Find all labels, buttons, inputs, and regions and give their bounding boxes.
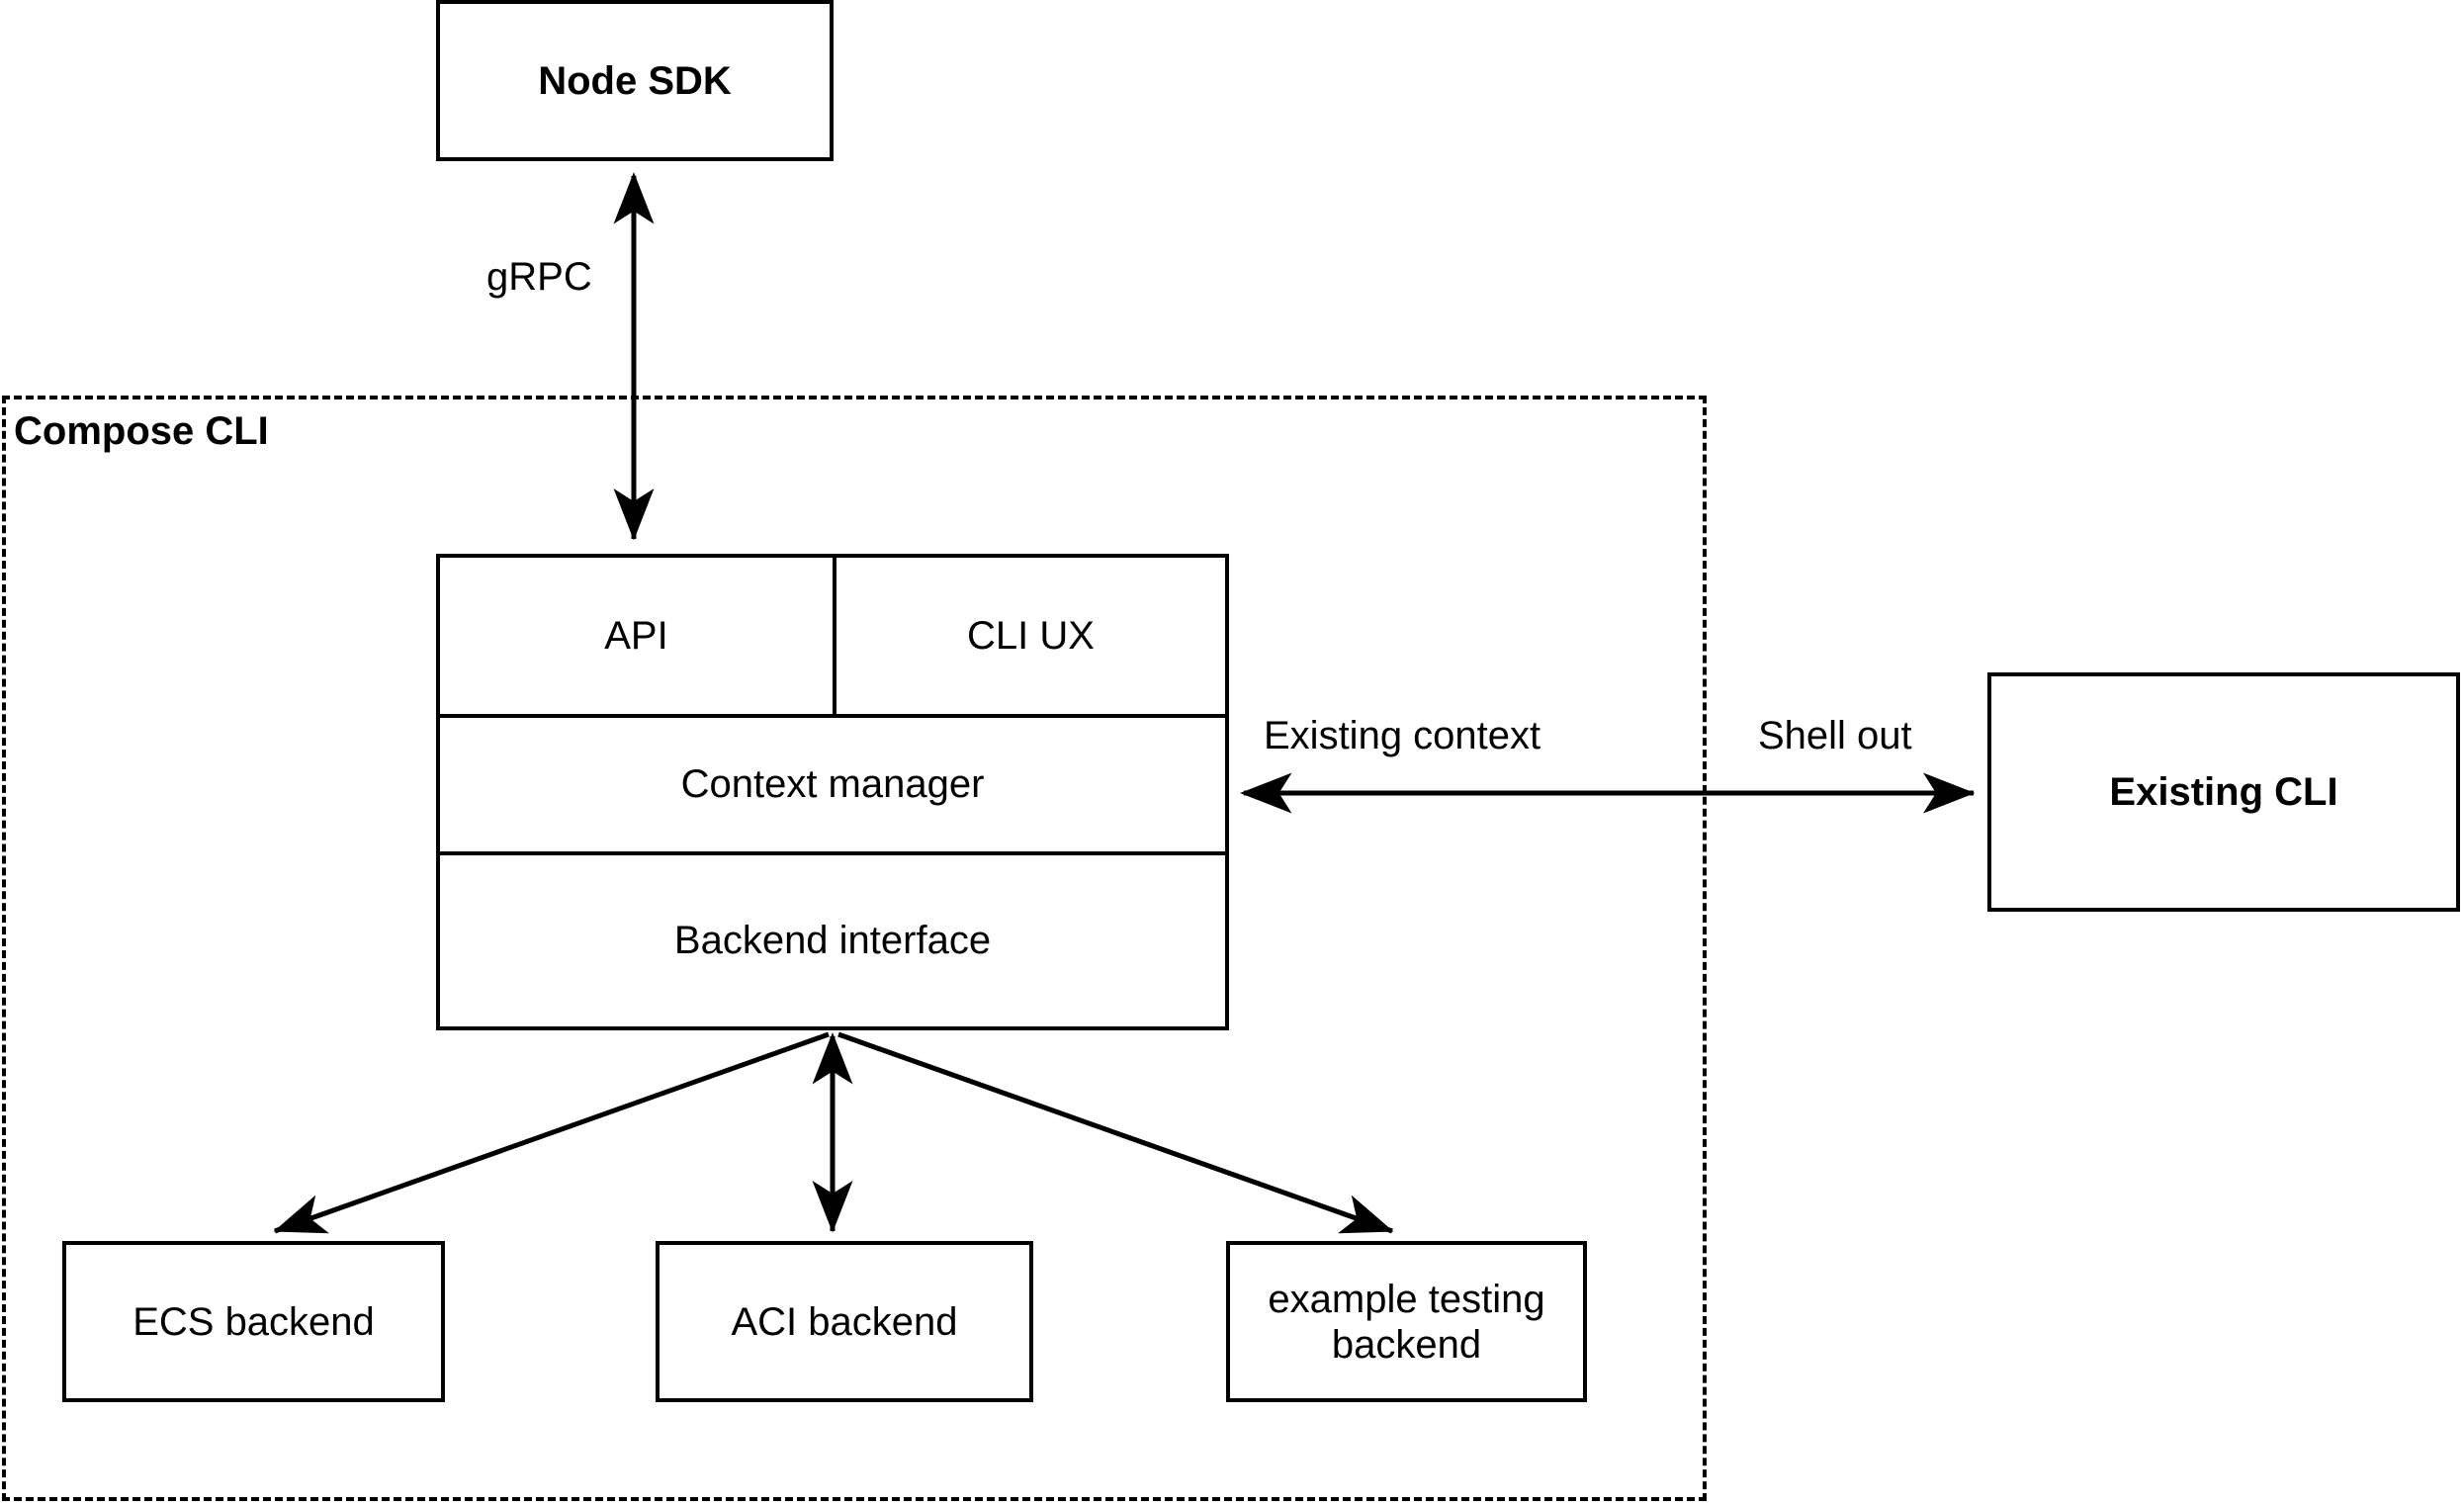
stack-cell-cli-ux-label: CLI UX [967, 613, 1095, 658]
node-existing-cli-label: Existing CLI [2109, 770, 2338, 814]
stack-cell-cli-ux[interactable]: CLI UX [833, 558, 1225, 714]
node-aci-backend-label: ACI backend [731, 1299, 958, 1344]
stack-row-context-manager: Context manager [440, 714, 1225, 851]
stack-row-api-cliux: API CLI UX [440, 558, 1225, 714]
node-node-sdk[interactable]: Node SDK [436, 0, 834, 161]
node-example-testing-backend-label-line1: example testing [1268, 1277, 1545, 1321]
stack-cell-api-label: API [604, 613, 668, 658]
edge-label-grpc: gRPC [483, 255, 596, 300]
stack-cell-api[interactable]: API [440, 558, 833, 714]
node-ecs-backend-label: ECS backend [132, 1299, 375, 1344]
stack-cell-backend-interface[interactable]: Backend interface [440, 855, 1225, 1026]
node-ecs-backend[interactable]: ECS backend [62, 1241, 445, 1402]
group-compose-cli-label: Compose CLI [12, 409, 271, 454]
node-aci-backend[interactable]: ACI backend [656, 1241, 1033, 1402]
node-example-testing-backend-label-line2: backend [1331, 1322, 1482, 1367]
edge-label-shell-out: Shell out [1754, 714, 1916, 758]
stack-cell-backend-interface-label: Backend interface [673, 919, 992, 962]
node-example-testing-backend[interactable]: example testing backend [1226, 1241, 1587, 1402]
stack-cell-context-manager[interactable]: Context manager [440, 718, 1225, 851]
node-existing-cli[interactable]: Existing CLI [1987, 672, 2460, 912]
component-stack: API CLI UX Context manager Backend inter… [436, 554, 1229, 1030]
edge-label-existing-context: Existing context [1260, 714, 1545, 758]
group-compose-cli [2, 396, 1707, 1501]
node-node-sdk-label: Node SDK [538, 58, 732, 103]
stack-row-backend-interface: Backend interface [440, 851, 1225, 1026]
edge-backend-example [837, 1031, 1394, 1234]
edge-backend-ecs [273, 1031, 830, 1234]
stack-cell-context-manager-label: Context manager [680, 762, 985, 806]
